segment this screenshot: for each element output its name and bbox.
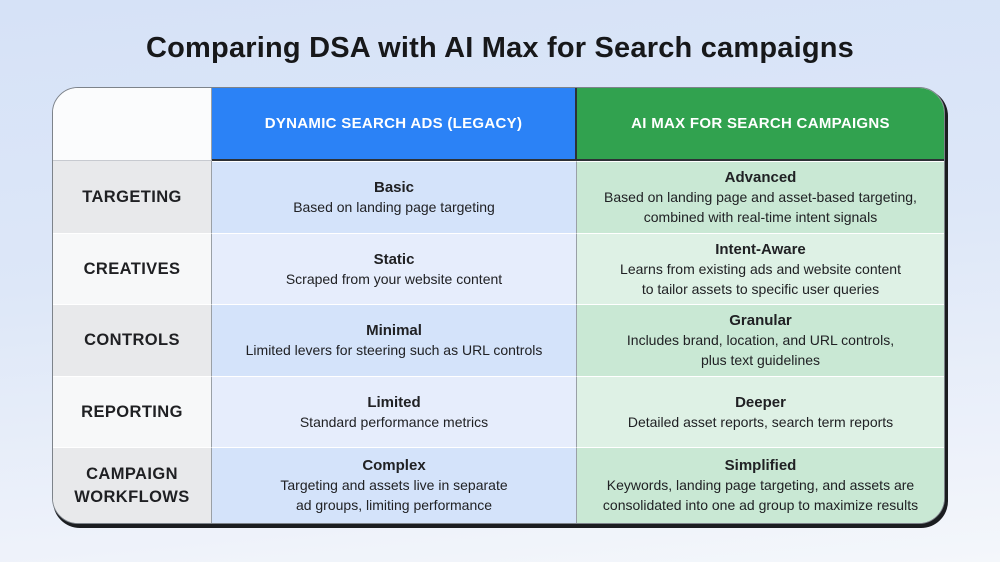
cell-title: Simplified xyxy=(724,457,797,475)
cell-workflows-aimax: Simplified Keywords, landing page target… xyxy=(577,447,944,523)
cell-description: Scraped from your website content xyxy=(285,270,503,287)
comparison-table: DYNAMIC SEARCH ADS (LEGACY) AI MAX FOR S… xyxy=(52,87,945,524)
cell-title: Advanced xyxy=(724,169,797,187)
row-label-controls: CONTROLS xyxy=(53,304,212,376)
cell-title: Intent-Aware xyxy=(715,240,806,258)
cell-targeting-dsa: Basic Based on landing page targeting xyxy=(212,161,577,233)
cell-description: Includes brand, location, and URL contro… xyxy=(626,332,895,368)
cell-creatives-aimax: Intent-Aware Learns from existing ads an… xyxy=(577,233,944,304)
cell-description: Based on landing page targeting xyxy=(293,199,495,216)
cell-title: Deeper xyxy=(735,393,786,411)
cell-description: Standard performance metrics xyxy=(299,413,489,430)
row-label-reporting: REPORTING xyxy=(53,376,212,447)
row-label-creatives: CREATIVES xyxy=(53,233,212,304)
cell-title: Limited xyxy=(367,393,421,411)
corner-cell xyxy=(53,88,212,161)
cell-title: Complex xyxy=(362,457,426,475)
cell-workflows-dsa: Complex Targeting and assets live in sep… xyxy=(212,447,577,523)
cell-reporting-aimax: Deeper Detailed asset reports, search te… xyxy=(577,376,944,447)
cell-description: Keywords, landing page targeting, and as… xyxy=(602,477,919,513)
cell-targeting-aimax: Advanced Based on landing page and asset… xyxy=(577,161,944,233)
cell-description: Targeting and assets live in separate ad… xyxy=(280,477,508,513)
cell-creatives-dsa: Static Scraped from your website content xyxy=(212,233,577,304)
cell-controls-dsa: Minimal Limited levers for steering such… xyxy=(212,304,577,376)
row-label-campaign-workflows: CAMPAIGN WORKFLOWS xyxy=(53,447,212,523)
cell-title: Static xyxy=(373,250,415,268)
cell-description: Learns from existing ads and website con… xyxy=(620,260,901,297)
cell-description: Based on landing page and asset-based ta… xyxy=(604,189,917,225)
cell-description: Limited levers for steering such as URL … xyxy=(245,342,543,359)
cell-description: Detailed asset reports, search term repo… xyxy=(627,413,894,430)
column-header-aimax: AI MAX FOR SEARCH CAMPAIGNS xyxy=(577,88,944,161)
column-header-dsa: DYNAMIC SEARCH ADS (LEGACY) xyxy=(212,88,577,161)
cell-controls-aimax: Granular Includes brand, location, and U… xyxy=(577,304,944,376)
cell-title: Minimal xyxy=(366,322,422,340)
comparison-grid: DYNAMIC SEARCH ADS (LEGACY) AI MAX FOR S… xyxy=(53,88,944,523)
page-title: Comparing DSA with AI Max for Search cam… xyxy=(145,32,855,64)
cell-title: Granular xyxy=(729,312,792,330)
cell-title: Basic xyxy=(373,179,415,197)
cell-reporting-dsa: Limited Standard performance metrics xyxy=(212,376,577,447)
row-label-targeting: TARGETING xyxy=(53,161,212,233)
